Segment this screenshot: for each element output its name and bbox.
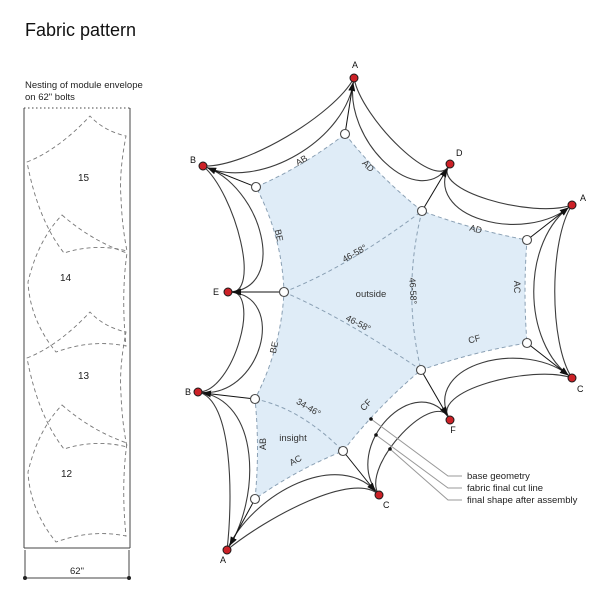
anchor-point-c-bottom (374, 490, 384, 500)
leader-dot-base-geometry (369, 417, 373, 421)
base-vertex-left-middle (278, 286, 290, 298)
anchor-label-c-bottom: C (383, 500, 390, 510)
base-vertex-right-bottom (521, 337, 533, 349)
anchor-label-a-right: A (580, 193, 586, 203)
nesting-caption-line1: Nesting of module envelope (25, 80, 143, 91)
base-vertex-right-top (521, 234, 533, 246)
leader-line-base-geometry (370, 418, 462, 477)
legend-label-cut-line: fabric final cut line (467, 483, 543, 494)
anchor-point-c-right (567, 373, 577, 383)
tension-arrows (202, 82, 569, 546)
dimension-end-dot-left (23, 576, 27, 580)
anchor-point-a-bottom (222, 545, 232, 555)
module-patch-15 (26, 115, 128, 254)
module-number-15: 15 (78, 173, 90, 184)
base-vertex-left-lower (249, 393, 261, 405)
anchor-label-d: D (456, 148, 463, 158)
base-vertex-center-bottom (415, 364, 427, 376)
anchor-points (193, 73, 577, 555)
base-geometry-region (254, 133, 528, 501)
bolt-width-dimension: 62" (23, 550, 131, 580)
anchor-point-b-lower (193, 387, 203, 397)
angle-label-middle: 46-58° (407, 277, 418, 305)
anchor-point-f (445, 415, 455, 425)
anchor-label-b-lower: B (185, 387, 191, 397)
module-number-14: 14 (60, 273, 72, 284)
base-vertices (249, 128, 533, 505)
seam-curve-middle (411, 210, 423, 371)
module-number-13: 13 (78, 371, 90, 382)
edge-label-ab-left: AB (258, 438, 268, 450)
anchor-point-e (223, 287, 233, 297)
pattern-diagram: A D A C F C A B E B AB AD AD AC CF CF AC… (185, 60, 586, 565)
arrow-to-c-bottom (342, 450, 376, 492)
anchor-point-b-upper (198, 161, 208, 171)
edge-label-be-upper: BE (273, 228, 285, 242)
anchor-label-c-right: C (577, 384, 584, 394)
arrow-to-d (421, 168, 448, 212)
base-vertex-bottom-center (337, 445, 349, 457)
module-number-12: 12 (61, 469, 73, 480)
edge-label-be-lower: BE (268, 340, 280, 354)
anchor-label-a-bottom: A (220, 555, 226, 565)
leader-line-assembly (389, 448, 462, 501)
arrow-to-a-top (344, 82, 356, 135)
base-vertex-left-upper (250, 181, 262, 193)
legend-label-base-geometry: base geometry (467, 471, 530, 482)
base-vertex-bottom-left (249, 493, 261, 505)
legend-label-assembly: final shape after assembly (467, 495, 578, 506)
arrow-to-b-lower (202, 390, 256, 400)
anchor-label-f: F (450, 425, 456, 435)
edge-label-ad-right: AD (468, 223, 483, 236)
anchor-point-d (445, 159, 455, 169)
module-patch-12 (27, 404, 128, 543)
leader-dot-cut-line (374, 433, 378, 437)
nesting-panel: Nesting of module envelope on 62" bolts … (23, 80, 143, 580)
anchor-label-a-top: A (352, 60, 358, 70)
anchor-labels: A D A C F C A B E B (185, 60, 586, 565)
edge-label-cf-right: CF (467, 333, 482, 346)
base-vertex-d (416, 205, 428, 217)
anchor-label-e: E (213, 287, 219, 297)
seam-curve-lower (283, 291, 422, 371)
seam-curve-bottom (254, 398, 344, 452)
leader-dot-assembly (388, 447, 392, 451)
arrow-to-c-right (526, 342, 569, 376)
seam-curve-upper (283, 210, 423, 293)
legend: base geometry fabric final cut line fina… (467, 471, 578, 506)
page-title: Fabric pattern (25, 20, 136, 40)
region-label-outside: outside (356, 289, 387, 300)
edge-label-ac-right: AC (512, 281, 522, 294)
anchor-point-a-top (349, 73, 359, 83)
nesting-caption-line2: on 62" bolts (25, 92, 75, 103)
arrow-to-a-right (526, 207, 569, 241)
anchor-point-a-right (567, 200, 577, 210)
dimension-value: 62" (70, 566, 84, 577)
region-label-insight: insight (279, 433, 307, 444)
arrow-to-b-upper (207, 167, 257, 188)
dimension-end-dot-right (127, 576, 131, 580)
anchor-label-b-upper: B (190, 155, 196, 165)
legend-leaders (369, 417, 462, 501)
module-patch-14 (27, 214, 128, 353)
module-patch-13 (26, 311, 128, 450)
arrow-to-f (420, 369, 448, 416)
arrow-to-a-bottom (229, 498, 256, 546)
leader-line-cut-line (375, 434, 462, 489)
base-vertex-top (339, 128, 351, 140)
